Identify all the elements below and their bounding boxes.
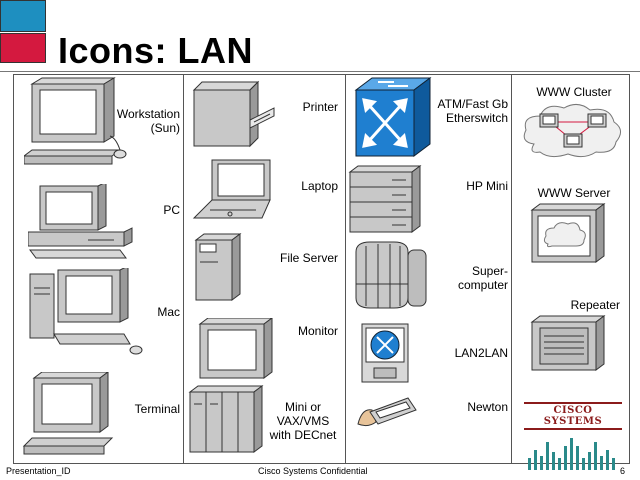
lan2lan-icon xyxy=(360,322,420,386)
www-cluster-icon xyxy=(520,100,626,160)
hp-mini-label: HP Mini xyxy=(466,179,508,193)
title-rule xyxy=(0,71,640,72)
laptop-label: Laptop xyxy=(301,179,338,193)
file-server-icon xyxy=(194,232,244,304)
mac-label: Mac xyxy=(157,305,180,319)
repeater-icon xyxy=(530,314,614,374)
atm-switch-icon xyxy=(354,76,434,160)
laptop-icon xyxy=(190,158,280,224)
repeater-label: Repeater xyxy=(570,298,620,312)
pc-icon xyxy=(28,184,133,264)
www-server-label: WWW Server xyxy=(537,186,611,200)
www-server-icon xyxy=(530,202,614,264)
mini-vax-label: Mini or VAX/VMS with DECnet xyxy=(269,400,337,442)
footer-confidential: Cisco Systems Confidential xyxy=(258,466,368,476)
terminal-label: Terminal xyxy=(134,402,180,416)
workstation-label: Workstation (Sun) xyxy=(116,107,180,135)
lan2lan-label: LAN2LAN xyxy=(454,346,508,360)
supercomputer-icon xyxy=(350,238,430,312)
cisco-bridge-icon xyxy=(528,438,615,470)
printer-label: Printer xyxy=(302,100,338,114)
footer-presentation-id: Presentation_ID xyxy=(6,466,71,476)
newton-label: Newton xyxy=(467,400,508,414)
header-red-square xyxy=(0,33,46,63)
terminal-icon xyxy=(22,372,122,460)
supercomputer-label: Super- computer xyxy=(457,264,508,292)
pc-label: PC xyxy=(163,203,180,217)
printer-icon xyxy=(188,80,278,150)
workstation-icon xyxy=(24,76,134,168)
footer-page-number: 6 xyxy=(620,466,626,476)
page-title: Icons: LAN xyxy=(58,30,254,71)
www-cluster-label: WWW Cluster xyxy=(536,85,612,99)
mini-vax-icon xyxy=(188,384,268,456)
newton-icon xyxy=(356,394,420,434)
cisco-logo-text: CISCO SYSTEMS xyxy=(524,402,622,430)
header-blue-square xyxy=(0,0,46,32)
file-server-label: File Server xyxy=(279,251,338,265)
mac-icon xyxy=(28,268,148,358)
atm-switch-label: ATM/Fast Gb Etherswitch xyxy=(437,97,508,125)
monitor-label: Monitor xyxy=(297,324,338,338)
hp-mini-icon xyxy=(348,164,428,236)
cisco-logo: CISCO SYSTEMS xyxy=(524,402,622,470)
monitor-icon xyxy=(198,318,278,380)
